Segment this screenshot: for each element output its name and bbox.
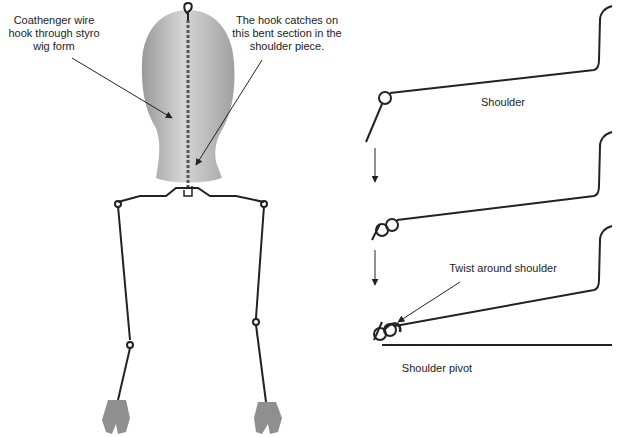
shoulder-steps — [366, 6, 612, 345]
callout-label: Shoulder pivot — [392, 362, 482, 375]
hands — [102, 400, 282, 434]
callout-label: Shoulder — [468, 96, 538, 109]
leader-lines — [72, 58, 460, 322]
callout-label: Twist around shoulder — [428, 262, 578, 275]
callout-label: The hook catches on this bent section in… — [228, 14, 346, 53]
callout-label: Coathenger wire hook through styro wig f… — [4, 14, 104, 53]
wire-figure — [115, 3, 267, 402]
coathanger-wire — [187, 20, 190, 190]
hook-top — [184, 3, 192, 20]
shoulder-piece — [118, 188, 264, 202]
